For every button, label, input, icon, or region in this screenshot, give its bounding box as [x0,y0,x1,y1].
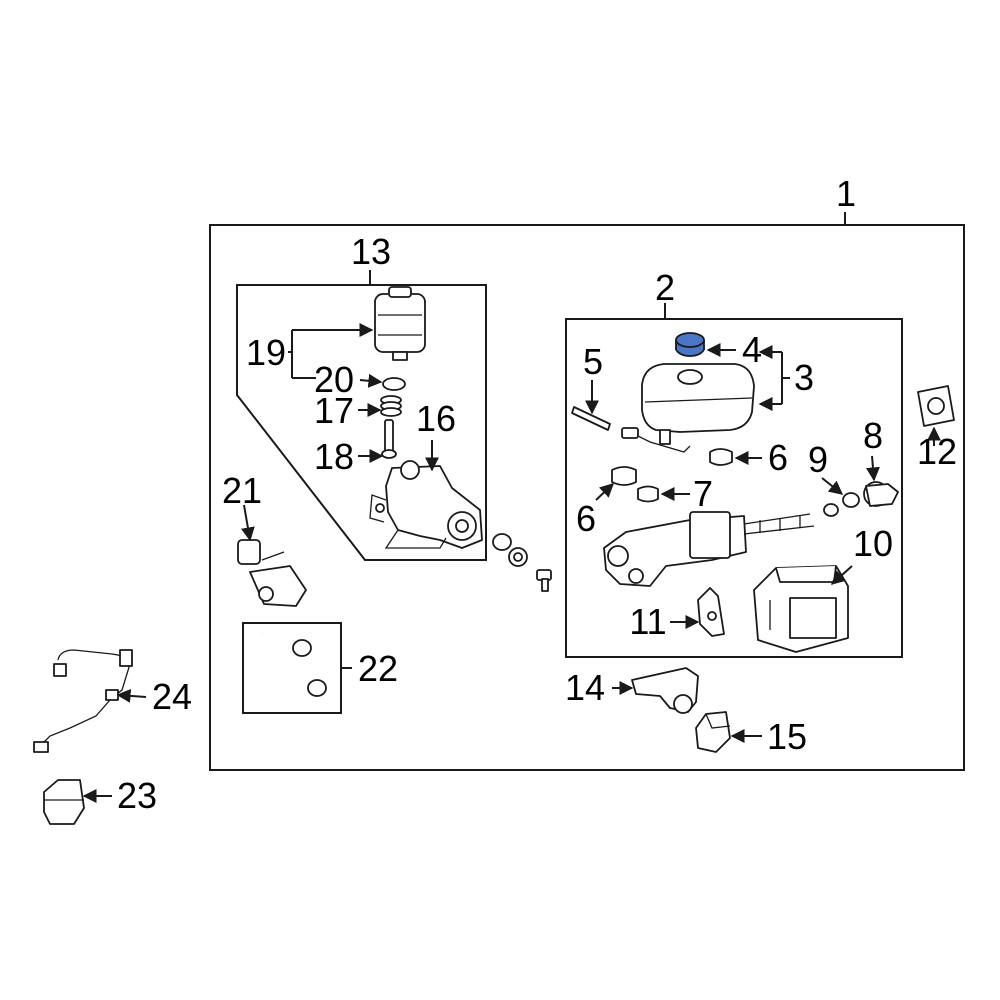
strainer-part[interactable] [571,406,611,431]
callout-21: 21 [222,470,262,511]
callout-7: 7 [693,473,713,514]
callout-3: 3 [794,357,814,398]
assembly-frame [209,224,965,771]
grommet-part[interactable] [709,448,733,466]
mount-bracket-part[interactable] [631,667,699,714]
hose-clamp-part[interactable] [292,639,327,697]
callout-6-right: 6 [768,437,788,478]
leader-lines [82,323,941,803]
fitting-ring-part[interactable] [492,533,512,551]
callout-9: 9 [808,439,828,480]
reservoir-part[interactable] [621,363,755,453]
cushion-part[interactable] [695,711,731,753]
callout-11: 11 [629,601,666,642]
subassembly-box-13 [236,284,487,561]
callout-14: 14 [565,667,605,708]
callout-5: 5 [583,341,603,382]
mount-block-part[interactable] [43,779,85,825]
hose-part[interactable] [250,630,291,700]
callout-22: 22 [358,648,398,689]
callout-1: 1 [836,173,856,214]
subassembly-box-2 [565,318,903,658]
callout-15: 15 [767,716,807,757]
wire-harness-part[interactable] [33,649,133,753]
master-cylinder-part[interactable] [603,511,815,587]
callout-17: 17 [314,390,354,431]
callout-20: 20 [314,359,354,400]
boot-part[interactable] [863,481,899,507]
sensor-bracket-part[interactable] [237,539,307,607]
grommet-small-part[interactable] [637,485,659,503]
callout-8: 8 [863,415,883,456]
callout-6-left: 6 [576,498,596,539]
gasket-part[interactable] [917,385,955,427]
callout-10: 10 [853,523,893,564]
fitting-bolt-part[interactable] [536,569,552,592]
callout-23: 23 [117,775,157,816]
callout-4: 4 [742,329,762,370]
callout-16: 16 [416,398,456,439]
o-ring-part[interactable] [382,377,406,391]
callout-13: 13 [351,231,391,272]
spring-part[interactable] [380,395,402,417]
accumulator-part[interactable] [374,286,426,361]
callout-19: 19 [246,332,286,373]
callout-24: 24 [152,676,192,717]
grommet-part-left[interactable] [611,466,637,486]
seal-part[interactable] [823,492,860,517]
reservoir-cap-part[interactable] [675,332,705,357]
bracket-part[interactable] [697,587,725,637]
fitting-nut-part[interactable] [508,547,528,567]
callout-18: 18 [314,436,354,477]
actuator-part[interactable] [753,565,849,653]
pin-part[interactable] [381,419,397,459]
callout-2: 2 [655,267,675,308]
callout-12: 12 [917,431,957,472]
pump-body-part[interactable] [369,460,483,549]
